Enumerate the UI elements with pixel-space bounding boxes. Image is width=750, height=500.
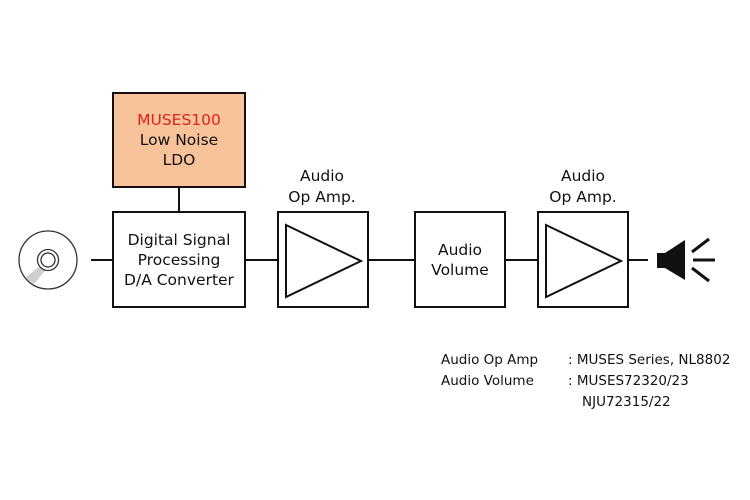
amplifier-triangle-icon	[545, 223, 624, 299]
cd-disc-icon	[18, 230, 78, 290]
opamp2-label: Audio Op Amp.	[533, 166, 633, 208]
volume-block: Audio Volume	[414, 211, 506, 308]
ldo-block: MUSES100 Low Noise LDO	[112, 92, 246, 188]
ldo-part-number: MUSES100	[137, 111, 221, 129]
ldo-line1: Low Noise	[139, 131, 219, 149]
opamp2-label-line2: Op Amp.	[549, 188, 617, 206]
opamp2-block	[537, 211, 629, 308]
ldo-line2: LDO	[162, 151, 196, 169]
spec-label: Audio Op Amp	[441, 352, 539, 368]
speaker-icon	[657, 237, 715, 283]
spec-value: NJU72315/22	[582, 394, 671, 410]
opamp1-label-line2: Op Amp.	[288, 188, 356, 206]
opamp1-label: Audio Op Amp.	[272, 166, 372, 208]
dsp-line1: Digital Signal	[127, 230, 231, 249]
volume-line2: Volume	[431, 260, 489, 279]
opamp1-block	[277, 211, 369, 308]
spec-label: Audio Volume	[441, 373, 534, 389]
dsp-dac-block: Digital Signal Processing D/A Converter	[112, 211, 246, 308]
opamp1-label-line1: Audio	[299, 167, 345, 185]
dsp-line2: Processing	[137, 250, 221, 269]
dsp-line3: D/A Converter	[124, 270, 234, 289]
spec-value: : MUSES72320/23	[568, 373, 689, 389]
amplifier-triangle-icon	[285, 223, 364, 299]
volume-line1: Audio	[437, 240, 483, 259]
spec-value: : MUSES Series, NL8802	[568, 352, 731, 368]
opamp2-label-line1: Audio	[560, 167, 606, 185]
